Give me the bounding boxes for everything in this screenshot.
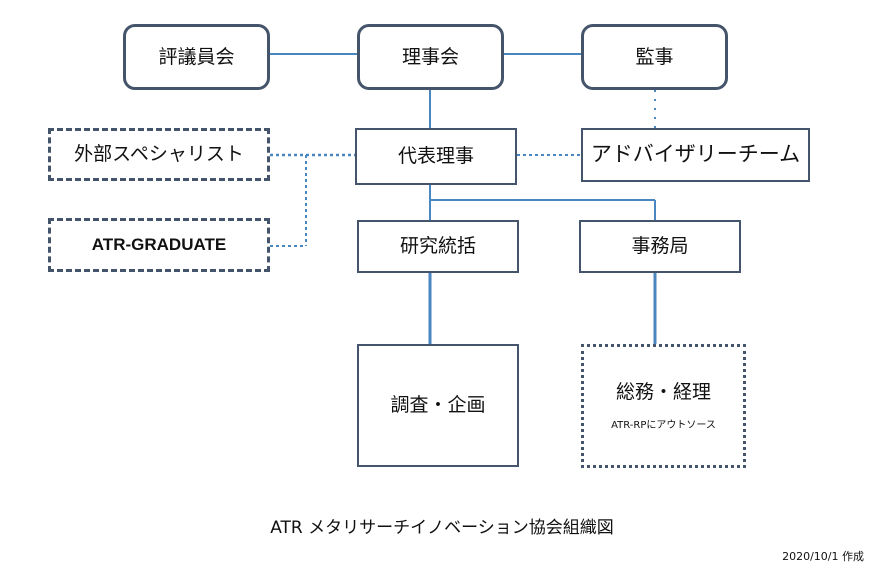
created-date: 2020/10/1 作成	[782, 550, 864, 563]
node-kenkyu: 研究統括	[357, 220, 519, 273]
node-jimukyoku-label: 事務局	[631, 235, 689, 258]
node-gaibu: 外部スペシャリスト	[48, 128, 270, 181]
diagram-caption: ATR メタリサーチイノベーション協会組織図	[270, 518, 614, 538]
node-somu: 総務・経理 ATR-RPにアウトソース	[581, 344, 746, 468]
node-rijikai: 理事会	[357, 24, 504, 90]
node-rijikai-label: 理事会	[401, 45, 459, 68]
node-somu-label: 総務・経理	[615, 381, 711, 404]
node-graduate: ATR-GRADUATE	[48, 218, 270, 272]
node-somu-note: ATR-RPにアウトソース	[611, 419, 716, 431]
node-daihyo-label: 代表理事	[397, 145, 474, 168]
node-daihyo: 代表理事	[355, 128, 517, 185]
node-advisory-label: アドバイザリーチーム	[590, 142, 801, 167]
node-advisory: アドバイザリーチーム	[581, 128, 810, 182]
node-chosa-label: 調査・企画	[390, 394, 486, 417]
node-graduate-label: ATR-GRADUATE	[91, 235, 227, 254]
node-kanji-label: 監事	[635, 45, 674, 68]
node-kenkyu-label: 研究統括	[399, 235, 476, 258]
node-kanji: 監事	[581, 24, 728, 90]
node-gaibu-label: 外部スペシャリスト	[74, 143, 244, 166]
node-chosa: 調査・企画	[357, 344, 519, 467]
node-jimukyoku: 事務局	[579, 220, 741, 273]
node-hyogiin: 評議員会	[123, 24, 270, 90]
node-hyogiin-label: 評議員会	[158, 45, 235, 68]
